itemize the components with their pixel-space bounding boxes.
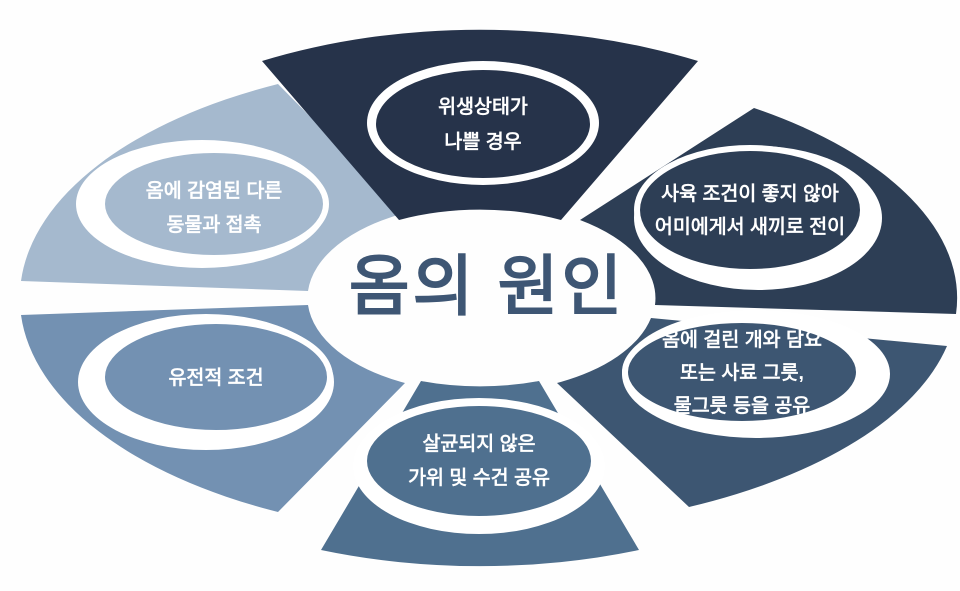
bubble-label-top-left-line2: 동물과 접촉	[166, 214, 261, 236]
bubble-top: 위생상태가 나쁠 경우	[370, 64, 596, 184]
bubble-label-bottom-right-line3: 물그릇 등을 공유	[674, 395, 810, 417]
bubble-ellipse-top-right	[634, 145, 866, 275]
bubble-label-top-line2: 나쁠 경우	[444, 131, 521, 153]
diagram-title: 옴의 원인	[349, 249, 625, 323]
bubble-ellipse-bottom	[361, 400, 597, 522]
bubble-bottom-right: 옴에 걸린 개와 담요 또는 사료 그릇, 물그릇 등을 공유	[622, 317, 862, 427]
bubble-label-bottom-line1: 살균되지 않은	[422, 433, 535, 455]
bubble-ellipse-top	[370, 64, 596, 184]
bubble-ellipse-bottom-left	[99, 318, 333, 436]
bubble-bottom: 살균되지 않은 가위 및 수건 공유	[361, 400, 597, 522]
bubble-label-top-line1: 위생상태가	[438, 96, 528, 118]
bubble-label-bottom-left-line1: 유전적 조건	[168, 367, 263, 389]
bubble-ellipse-top-left	[99, 147, 329, 261]
bubble-label-bottom-right-line2: 또는 사료 그릇,	[680, 362, 804, 384]
bubble-ellipse-bottom-right	[622, 317, 862, 427]
bubble-top-right: 사육 조건이 좋지 않아 어미에게서 새끼로 전이	[634, 145, 866, 275]
bubble-label-top-right-line1: 사육 조건이 좋지 않아	[661, 183, 839, 205]
bubble-label-bottom-line2: 가위 및 수건 공유	[408, 467, 550, 489]
bubble-bottom-left: 유전적 조건	[99, 318, 333, 436]
bubble-label-top-right-line2: 어미에게서 새끼로 전이	[655, 216, 845, 238]
bubble-top-left: 옴에 감염된 다른 동물과 접촉	[99, 147, 329, 261]
bubble-label-top-left-line1: 옴에 감염된 다른	[146, 180, 282, 202]
bubble-label-bottom-right-line1: 옴에 걸린 개와 담요	[662, 329, 822, 351]
